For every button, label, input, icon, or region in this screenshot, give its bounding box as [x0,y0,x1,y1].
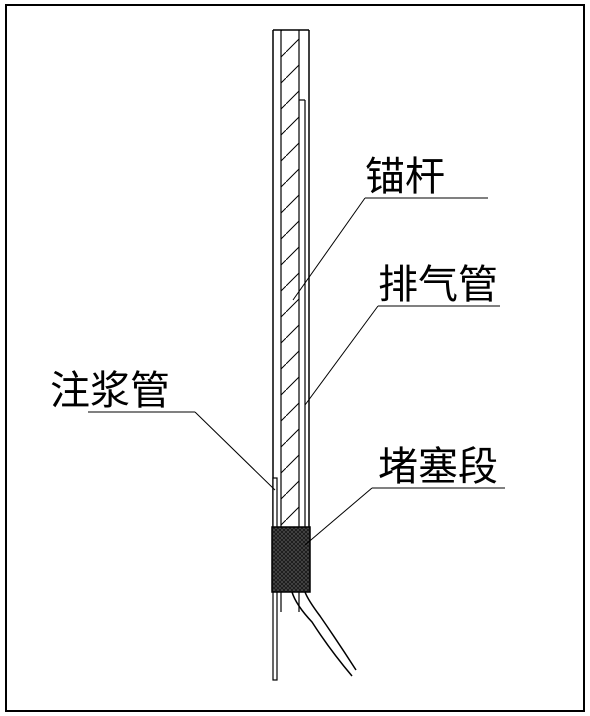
outer-frame [5,4,585,712]
label-grouting-pipe: 注浆管 [50,368,170,414]
exhaust-tail-inner [304,591,357,671]
plug-section [271,526,311,593]
leader-plug-section [304,487,505,546]
label-exhaust-pipe: 排气管 [378,262,498,308]
exhaust-tail [291,591,353,677]
anchor-rod [280,30,300,612]
leader-grouting-pipe [88,411,276,491]
label-plug-section: 堵塞段 [378,444,498,490]
exhaust-pipe [299,99,306,592]
label-anchor-rod: 锚杆 [365,154,445,200]
leader-anchor-rod [292,197,488,301]
leader-exhaust-pipe [304,305,500,406]
